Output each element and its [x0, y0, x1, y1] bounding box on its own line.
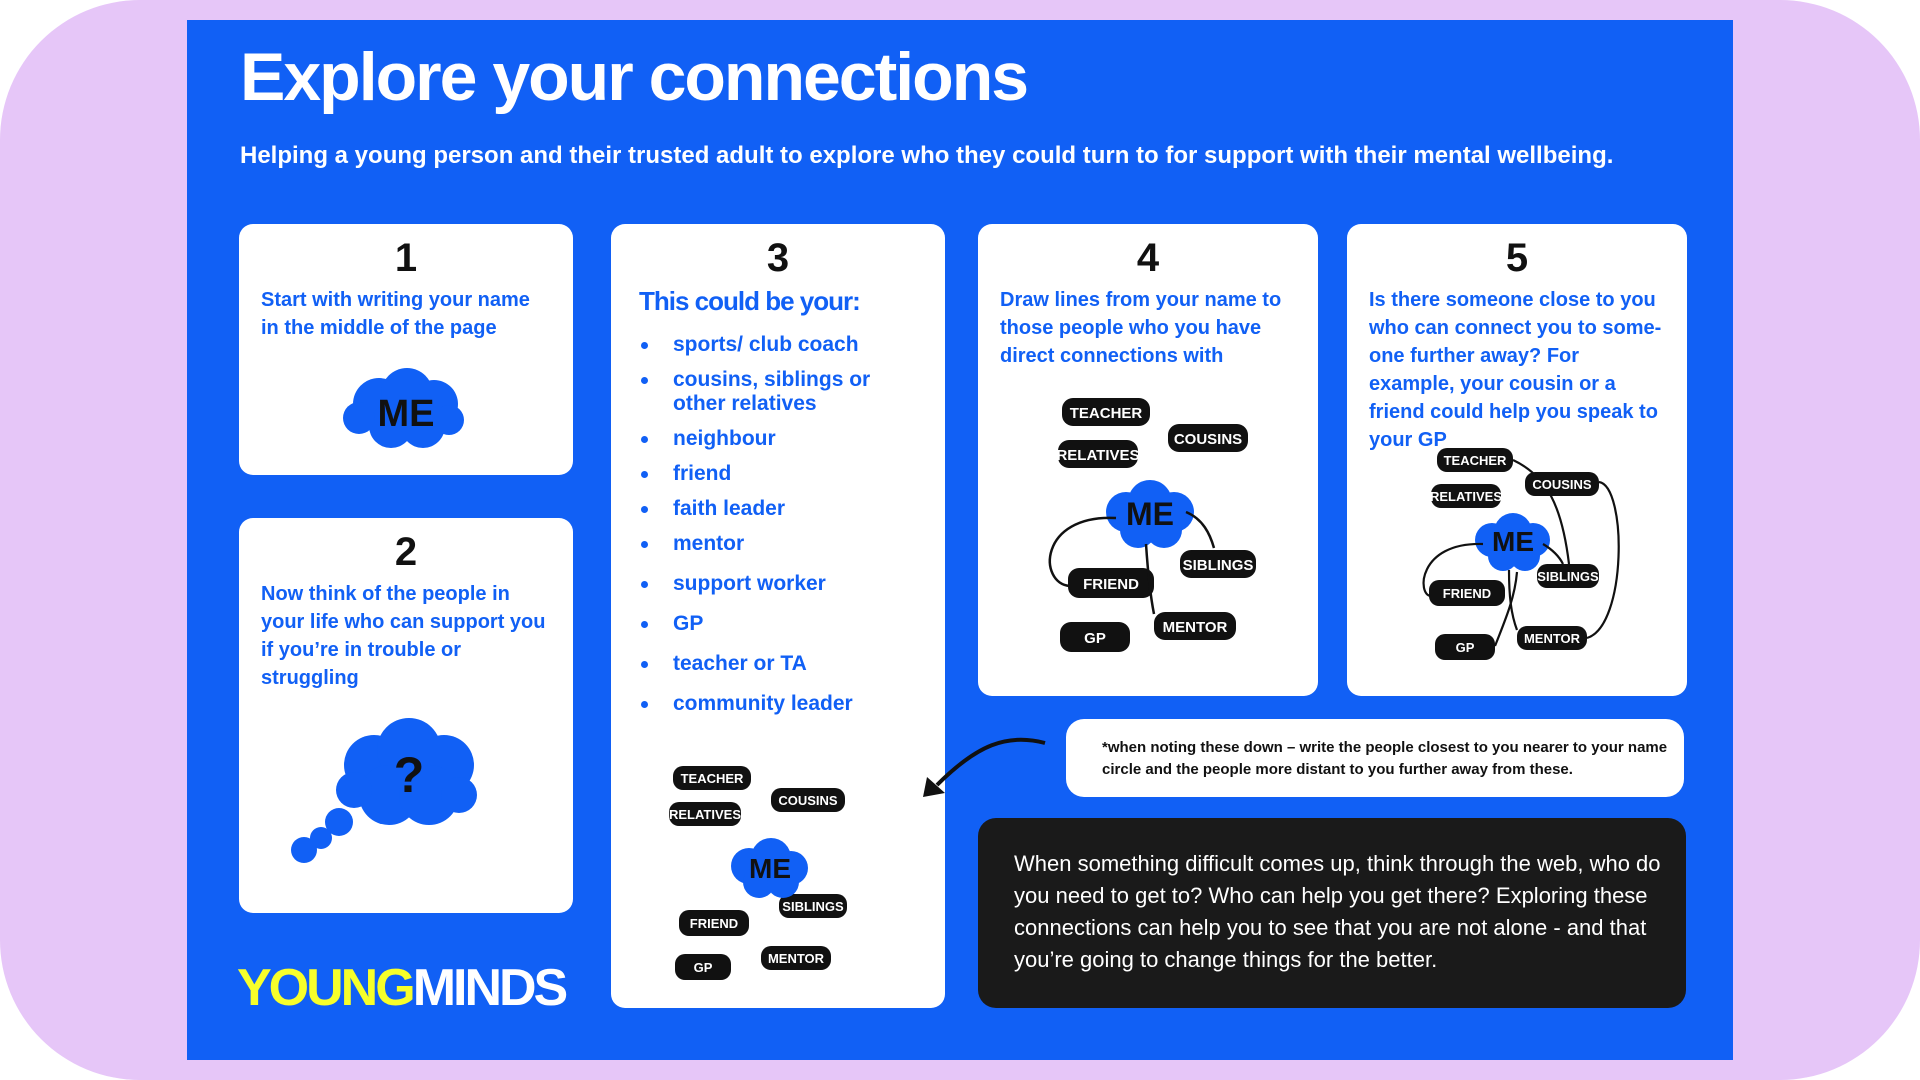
cousins-label: COUSINS	[1532, 477, 1592, 492]
people-list: sports/ club coach cousins, siblings or …	[611, 333, 945, 716]
me-label: ME	[749, 853, 791, 884]
step-number: 1	[394, 236, 418, 280]
summary-text: When something difficult comes up, think…	[1014, 851, 1661, 972]
list-item: neighbour	[611, 427, 945, 451]
gp-label: GP	[1456, 640, 1475, 655]
people-web-diagram: ME TEACHER COUSINS RELATIVES FRIEND SIBL…	[669, 766, 847, 980]
friend-label: FRIEND	[1083, 576, 1139, 593]
relatives-label: RELATIVES	[669, 807, 741, 822]
relatives-label: RELATIVES	[1430, 489, 1502, 504]
step-4-card: 4 Draw lines from your name to those peo…	[978, 224, 1318, 696]
teacher-label: TEACHER	[1070, 405, 1143, 422]
siblings-label: SIBLINGS	[1537, 569, 1599, 584]
logo-part-minds: MINDS	[412, 959, 569, 1017]
list-item: mentor	[611, 532, 945, 556]
friend-label: FRIEND	[690, 916, 738, 931]
indirect-connections-diagram: ME TEACHER COUSINS RELATIVES FRIEND SIBL…	[1422, 448, 1620, 660]
gp-label: GP	[1084, 630, 1106, 647]
teacher-label: TEACHER	[1444, 453, 1507, 468]
list-item: teacher or TA	[611, 652, 945, 676]
page-title: Explore your connections	[240, 39, 1029, 115]
relatives-label: RELATIVES	[1056, 447, 1139, 464]
step-number: 2	[394, 530, 418, 574]
step-number: 5	[1505, 236, 1529, 280]
step-text: Start with writing your name in the midd…	[261, 289, 530, 339]
step-2-card: 2 Now think of the people in your life w…	[239, 518, 573, 913]
siblings-label: SIBLINGS	[782, 899, 844, 914]
step-3-card: 3 This could be your: sports/ club coach…	[611, 224, 945, 1008]
list-item: faith leader	[611, 497, 945, 521]
me-bubble-icon: ME	[343, 368, 464, 448]
list-item: cousins, siblings or other relatives	[611, 368, 945, 416]
bubble-label: ?	[394, 747, 425, 803]
mentor-label: MENTOR	[1163, 619, 1228, 636]
step-number: 4	[1136, 236, 1160, 280]
friend-label: FRIEND	[1443, 586, 1491, 601]
step-text: Draw lines from your name to those peopl…	[1000, 289, 1282, 367]
list-item: friend	[611, 462, 945, 486]
cousins-label: COUSINS	[778, 793, 838, 808]
list-item: sports/ club coach	[611, 333, 945, 357]
poster: Explore your connections Helping a young…	[187, 20, 1733, 1060]
step-text: Is there someone close to you who can co…	[1369, 289, 1662, 451]
me-label: ME	[1126, 496, 1174, 532]
pointer-arrow-icon	[923, 737, 1046, 797]
step-heading: This could be your:	[639, 286, 861, 316]
step-number: 3	[766, 236, 790, 280]
direct-connections-diagram: ME TEACHER COUSINS RELATIVES FRIEND SIBL…	[1048, 398, 1256, 652]
step-text: Now think of the people in your life who…	[261, 583, 546, 689]
list-item: support worker	[611, 572, 945, 596]
youngminds-logo: YOUNGMINDS	[237, 958, 569, 1018]
step-1-card: 1 Start with writing your name in the mi…	[239, 224, 573, 475]
note-box: *when noting these down – write the peop…	[1066, 719, 1684, 797]
mentor-label: MENTOR	[1524, 631, 1581, 646]
note-text: *when noting these down – write the peop…	[1102, 739, 1668, 778]
me-label: ME	[1492, 526, 1534, 557]
logo-part-young: YOUNG	[237, 959, 416, 1017]
bubble-label: ME	[378, 393, 435, 435]
teacher-label: TEACHER	[681, 771, 744, 786]
question-bubble-icon: ?	[291, 718, 477, 863]
list-item: GP	[611, 612, 945, 636]
step-5-card: 5 Is there someone close to you who can …	[1347, 224, 1687, 696]
page-subtitle: Helping a young person and their trusted…	[240, 142, 1614, 169]
summary-box: When something difficult comes up, think…	[978, 818, 1686, 1008]
gp-label: GP	[694, 960, 713, 975]
list-item: community leader	[611, 692, 945, 716]
cousins-label: COUSINS	[1174, 431, 1242, 448]
siblings-label: SIBLINGS	[1183, 557, 1254, 574]
mentor-label: MENTOR	[768, 951, 825, 966]
